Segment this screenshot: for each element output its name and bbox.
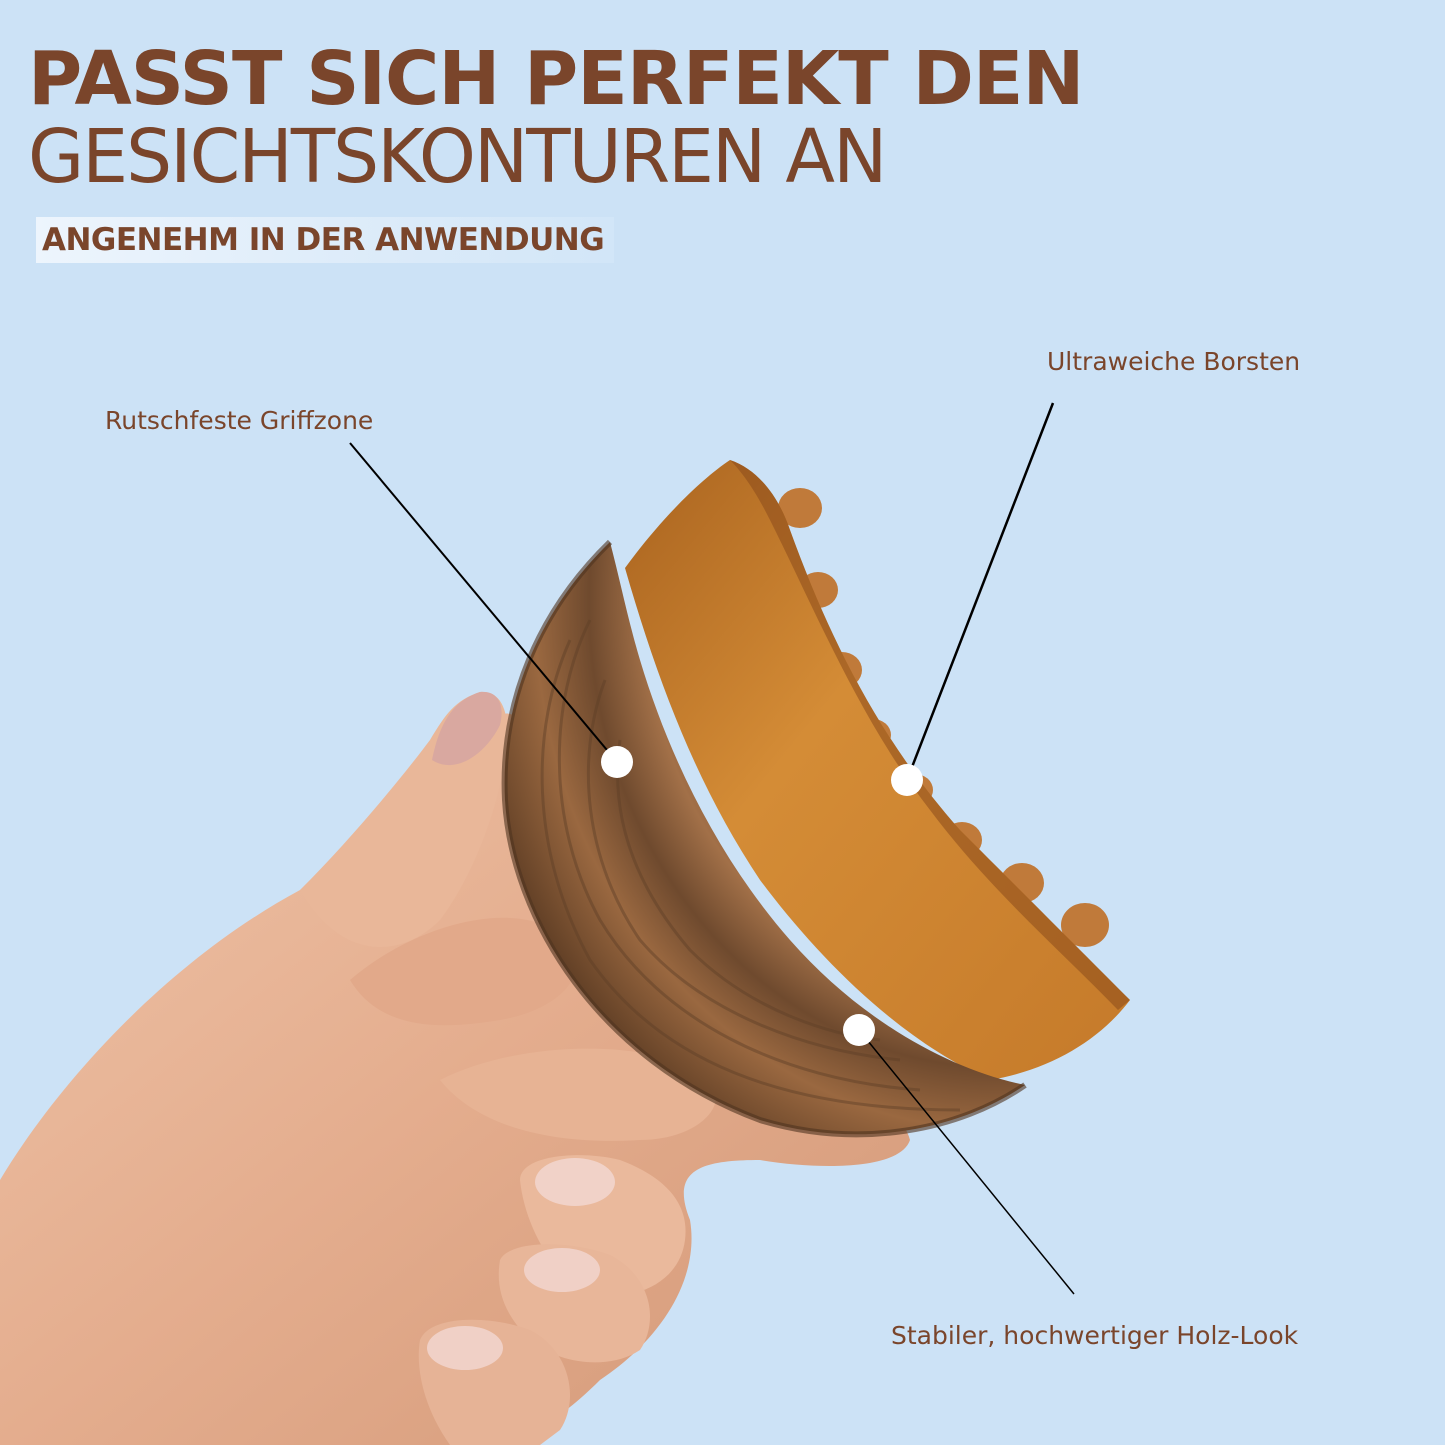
callout-label-grip: Rutschfeste Griffzone [105,406,374,435]
hand [0,691,910,1445]
headline-line-1: PASST SICH PERFEKT DEN [28,36,1084,122]
callout-label-bristles: Ultraweiche Borsten [1047,347,1301,376]
headline-line-2: GESICHTSKONTUREN AN [28,114,887,200]
page-headline: PASST SICH PERFEKT DEN GESICHTSKONTUREN … [28,36,1084,200]
subtitle-badge: ANGENEHM IN DER ANWENDUNG [36,217,615,263]
callout-label-wood: Stabiler, hochwertiger Holz-Look [891,1321,1299,1350]
